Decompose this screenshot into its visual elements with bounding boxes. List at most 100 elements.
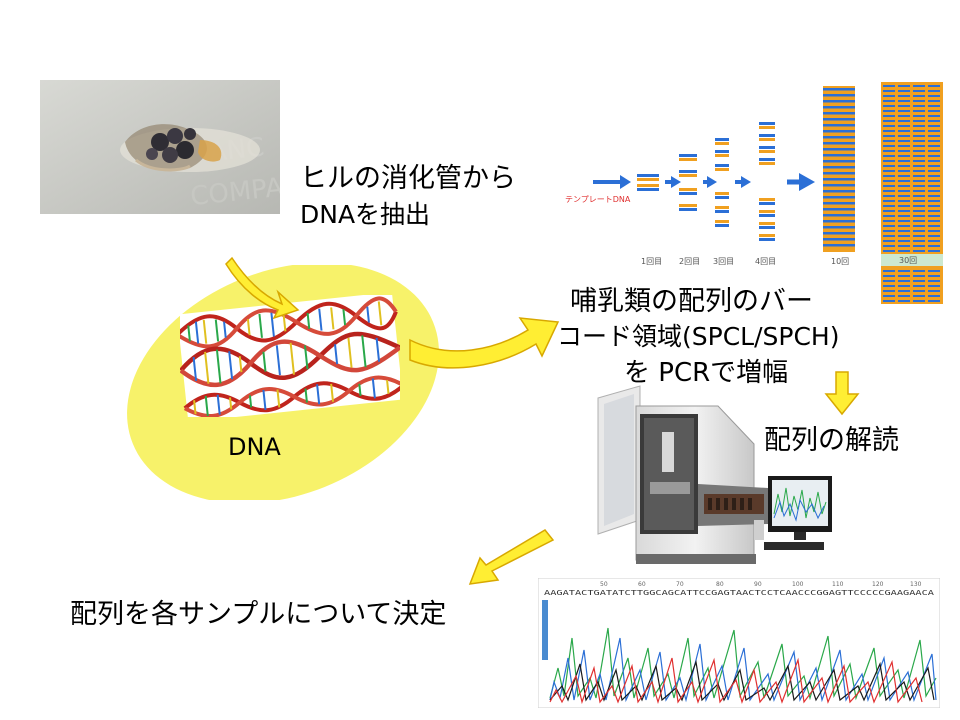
pcr-strand [883, 125, 895, 127]
pcr-strand [898, 90, 910, 92]
pcr-strand [913, 155, 925, 157]
pcr-strand [928, 150, 940, 152]
pcr-strand [928, 155, 940, 157]
chromatogram-position: 130 [910, 581, 922, 588]
pcr-strand [823, 136, 855, 139]
pcr-strand [928, 230, 940, 232]
pcr-strand [898, 170, 910, 172]
pcr-strand [823, 202, 855, 205]
pcr-strand [883, 170, 895, 172]
pcr-strand [898, 135, 910, 137]
pcr-strand [883, 165, 895, 167]
pcr-strand [928, 185, 940, 187]
pcr-strand [883, 145, 895, 147]
chromatogram-position: 70 [676, 581, 684, 588]
pcr-strand [928, 85, 940, 87]
pcr-strand [883, 180, 895, 182]
pcr-strand [883, 155, 895, 157]
pcr-strand [913, 235, 925, 237]
caption-amplify-line3: を PCRで増幅 [624, 358, 789, 388]
pcr-strand [883, 210, 895, 212]
pcr-strand [823, 184, 855, 187]
chromatogram-position: 60 [638, 581, 646, 588]
pcr-strand [928, 190, 940, 192]
pcr-strand [898, 215, 910, 217]
chromatogram-position: 100 [792, 581, 804, 588]
caption-sequence: 配列の解読 [764, 425, 899, 456]
pcr-cycle-label: 1回目 [641, 257, 662, 266]
caption-amplify-line1: 哺乳類の配列のバー [570, 286, 813, 317]
pcr-strand [898, 105, 910, 107]
pcr-strand [913, 240, 925, 242]
pcr-cycle-label: 3回目 [713, 257, 734, 266]
pcr-strand [913, 185, 925, 187]
pcr-strand [883, 90, 895, 92]
chromatogram-position: 80 [716, 581, 724, 588]
pcr-cycle-label: 2回目 [679, 257, 700, 266]
pcr-strand [898, 295, 910, 297]
pcr-strand [928, 300, 940, 302]
pcr-strand [898, 240, 910, 242]
pcr-strand [928, 245, 940, 247]
pcr-strand [883, 235, 895, 237]
pcr-strand [823, 106, 855, 109]
pcr-strand [913, 175, 925, 177]
arrow-sequencing-to-result [468, 529, 555, 585]
pcr-strand [928, 115, 940, 117]
pcr-strand [913, 95, 925, 97]
pcr-strand [913, 280, 925, 282]
pcr-strand [823, 166, 855, 169]
pcr-strand [898, 200, 910, 202]
pcr-strand [928, 165, 940, 167]
pcr-strand [928, 195, 940, 197]
pcr-strand [928, 295, 940, 297]
pcr-strand [928, 220, 940, 222]
pcr-strand [928, 200, 940, 202]
pcr-strand [823, 142, 855, 145]
pcr-strand [913, 85, 925, 87]
pcr-strand [928, 135, 940, 137]
pcr-strand [928, 100, 940, 102]
chromatogram-position: 110 [832, 581, 844, 588]
pcr-strand [913, 250, 925, 252]
pcr-strand [898, 85, 910, 87]
caption-extract-line1: ヒルの消化管から [300, 163, 516, 194]
pcr-strand [823, 118, 855, 121]
pcr-strand [898, 180, 910, 182]
pcr-strand [823, 226, 855, 229]
chromatogram-position: 90 [754, 581, 762, 588]
pcr-strand [928, 95, 940, 97]
pcr-strand [898, 245, 910, 247]
pcr-strand [913, 200, 925, 202]
pcr-strand [913, 190, 925, 192]
caption-amplify-line2: コード領域(SPCL/SPCH) [557, 322, 840, 351]
pcr-strand [898, 165, 910, 167]
pcr-strand [928, 210, 940, 212]
pcr-strand [928, 285, 940, 287]
pcr-strand [913, 215, 925, 217]
pcr-strand [823, 148, 855, 151]
dna-sequencer-photo [597, 385, 832, 564]
pcr-strand [898, 185, 910, 187]
pcr-strand [883, 175, 895, 177]
pcr-strand [883, 250, 895, 252]
pcr-strand [913, 115, 925, 117]
pcr-strand [883, 190, 895, 192]
pcr-strand [883, 220, 895, 222]
pcr-strand [913, 130, 925, 132]
pcr-strand [898, 150, 910, 152]
pcr-strand [883, 270, 895, 272]
pcr-strand [928, 270, 940, 272]
pcr-strand [823, 196, 855, 199]
pcr-strand [928, 290, 940, 292]
pcr-strand [898, 155, 910, 157]
pcr-strand [823, 238, 855, 241]
pcr-strand [823, 130, 855, 133]
pcr-strand [898, 95, 910, 97]
pcr-strand [898, 130, 910, 132]
pcr-strand [898, 100, 910, 102]
chromatogram-position: 120 [872, 581, 884, 588]
pcr-strand [823, 124, 855, 127]
pcr-strand [913, 300, 925, 302]
pcr-strand [898, 280, 910, 282]
